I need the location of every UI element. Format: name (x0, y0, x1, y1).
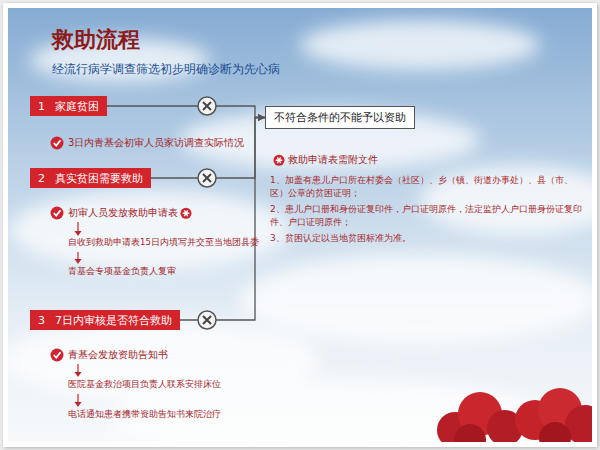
reject-x-icon (198, 97, 216, 115)
list-heading: 救助申请表需附文件 (288, 154, 378, 167)
check-icon (51, 349, 64, 362)
title: 救助流程 (52, 26, 140, 54)
step-box: 2 真实贫困需要救助 (30, 168, 151, 188)
step-number: 1 (38, 100, 45, 113)
reject-box: 不符合条件的不能予以资助 (265, 106, 415, 129)
step-box: 3 7日内审核是否符合救助 (30, 310, 180, 330)
list-item: 3、贫困认定以当地贫困标准为准。 (270, 232, 588, 245)
flow-text: 电话通知患者携带资助告知书来院治疗 (68, 409, 221, 420)
node-text: 真实贫困需要救助 (55, 171, 143, 186)
step-note: 青基会发放资助告知书 (68, 349, 168, 362)
flow-text: 自收到救助申请表15日内填写并交至当地团县委 (68, 237, 259, 248)
step-box: 1 家庭贫困 (30, 96, 107, 116)
star-icon (274, 155, 285, 166)
step-number: 3 (38, 314, 45, 327)
connector (107, 106, 265, 118)
node-text: 不符合条件的不能予以资助 (274, 111, 406, 124)
subtitle: 经流行病学调查筛选初步明确诊断为先心病 (52, 62, 280, 77)
reject-x-icon (198, 169, 216, 187)
step-number: 2 (38, 172, 45, 185)
flow-text: 青基会专项基金负责人复审 (68, 266, 176, 277)
red-tree (437, 388, 592, 442)
list-item: 1、加盖有患儿户口所在村委会（社区）、乡（镇、街道办事处）、县（市、区）公章的贫… (270, 174, 588, 200)
step-note: 初审人员发放救助申请表 (68, 207, 178, 220)
list-item: 2、患儿户口册和身份证复印件，户口证明原件，法定监护人户口册身份证复印件、户口证… (270, 203, 588, 229)
node-text: 7日内审核是否符合救助 (55, 313, 172, 328)
check-icon (51, 137, 64, 150)
check-icon (51, 207, 64, 220)
reject-x-icon (198, 311, 216, 329)
node-text: 家庭贫困 (55, 99, 99, 114)
step-note: 3日内青基会初审人员家访调查实际情况 (68, 137, 244, 150)
star-icon (181, 208, 192, 219)
flow-text: 医院基金救治项目负责人联系安排床位 (68, 379, 221, 390)
sky-picture (8, 8, 592, 442)
